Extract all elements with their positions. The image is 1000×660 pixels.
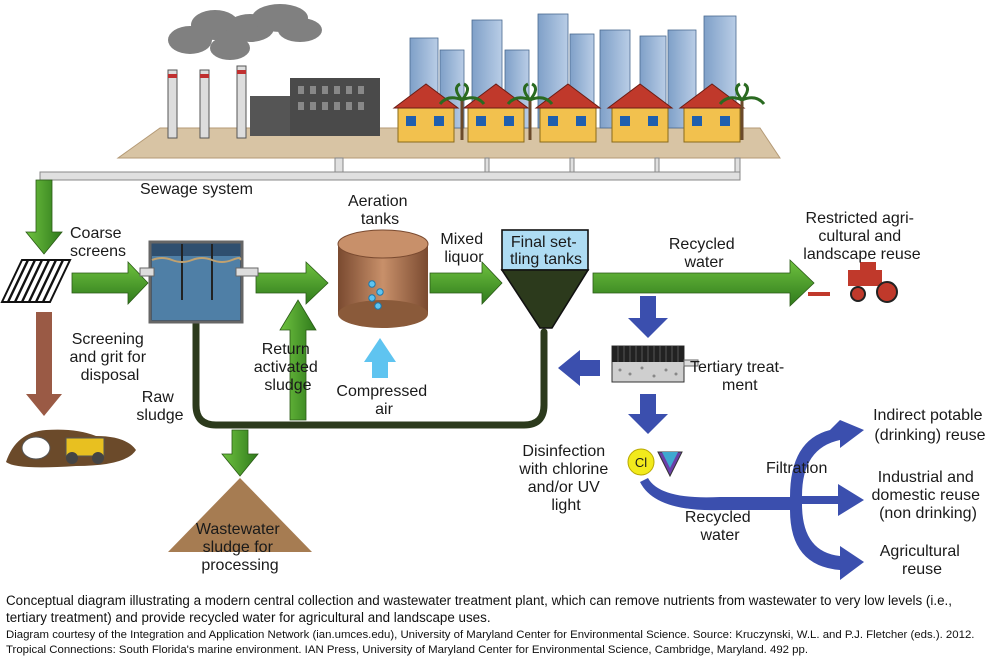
label-raw-sludge: Raw sludge [136,389,183,424]
arrow-to-disinfection [628,394,668,434]
sludge-pipe [192,312,548,429]
caption-credit: Diagram courtesy of the Integration and … [6,629,975,656]
label-sewage-system: Sewage system [140,181,253,198]
arrow-screens-to-clarifier [71,261,149,305]
arrow-distribution [640,420,864,580]
arrow-sludge-to-pile [221,429,259,477]
tractor-icon [808,262,898,303]
label-recycled-water-bottom: Recycled water [685,509,755,544]
wastewater-treatment-diagram: Sewage system Coarse screens Screening a… [0,4,987,580]
arrow-compressed-air [364,338,396,378]
label-screening-disposal: Screening and grit for disposal [70,331,151,384]
label-coarse-screens: Coarse screens [70,225,126,260]
label-mixed-liquor: Mixed liquor [440,231,487,266]
blue-arrows [558,296,864,580]
diagram-labels: Sewage system Coarse screens Screening a… [70,181,987,578]
label-filtration: Filtration [766,460,827,477]
tertiary-filter [611,345,699,383]
arrow-to-tertiary [628,296,668,338]
label-restricted-reuse: Restricted agri- cultural and landscape … [803,210,921,263]
caption-main: Conceptual diagram illustrating a modern… [6,593,952,625]
palm-trees [438,82,766,140]
final-settling-tank [500,229,590,329]
green-arrows [25,179,815,477]
arrow-recycled-water [592,259,815,307]
arrow-return-sludge-up [279,299,317,421]
label-recycled-water-top: Recycled water [669,236,739,271]
label-return-sludge: Return activated sludge [254,341,323,394]
coarse-screen [0,259,72,303]
arrow-sewer-down [25,179,63,255]
sewage-pipe [39,157,741,181]
city-scene [116,4,781,159]
arrow-screening-disposal [26,312,62,416]
label-agricultural: Agricultural reuse [880,543,964,578]
label-tertiary: Tertiary treat- ment [690,359,789,394]
arrow-tertiary-return [558,350,600,386]
arrow-aeration-to-settling [429,261,503,305]
label-disinfection: Disinfection with chlorine and/or UV lig… [518,443,612,514]
aeration-tank [337,229,429,328]
chlorine-icon: Cl [635,455,647,470]
primary-clarifier [139,240,259,324]
label-final-settling: Final set- tling tanks [510,234,582,268]
label-wastewater-sludge: Wastewater sludge for processing [196,521,284,574]
landfill-bulldozer [6,429,136,468]
smoke-cloud [168,4,322,60]
label-compressed-air: Compressed air [336,383,431,418]
power-plant [167,65,380,139]
label-industrial-domestic: Industrial and domestic reuse (non drink… [872,469,985,522]
label-aeration-tanks: Aeration tanks [348,193,412,228]
arrow-clarifier-to-aeration [255,261,329,305]
sludge-pile [168,478,312,552]
chlorine-uv-units [627,448,683,478]
label-indirect-potable: Indirect potable (drinking) reuse [873,407,987,444]
